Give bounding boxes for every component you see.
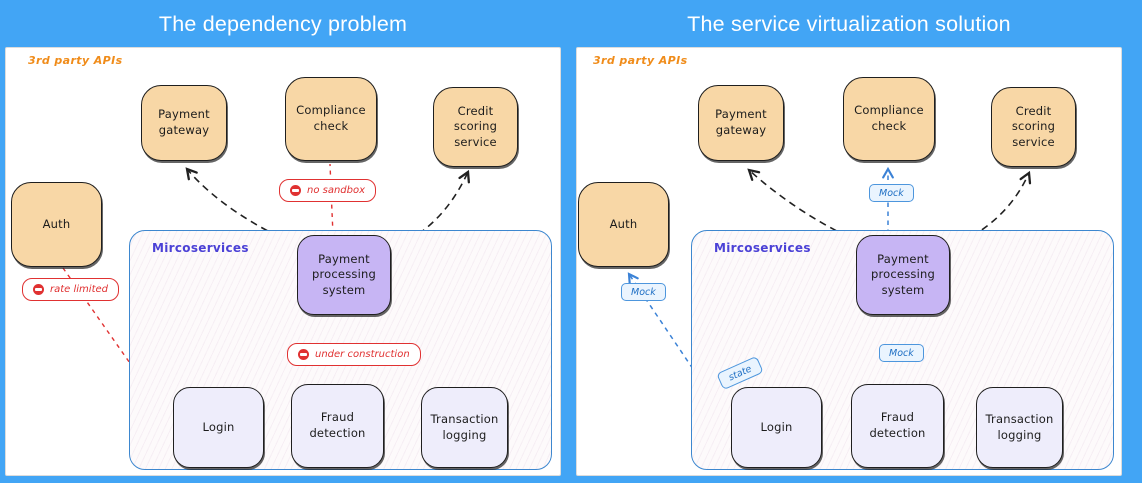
third-party-apis-label: 3rd party APIs: [593, 54, 688, 67]
rate-limited-badge-label: rate limited: [50, 284, 108, 295]
dependency-problem-panel: 3rd party APIs Mircoservices Payment gat…: [5, 47, 561, 476]
node-payment-processing-system: Payment processing system: [297, 235, 391, 315]
right-panel-title: The service virtualization solution: [687, 12, 1011, 36]
no-entry-icon: [290, 185, 301, 196]
node-compliance-check: Compliance check: [843, 77, 935, 161]
node-transaction-logging: Transaction logging: [421, 387, 508, 468]
third-party-apis-label: 3rd party APIs: [28, 54, 123, 67]
microservices-label: Mircoservices: [714, 241, 811, 255]
node-login: Login: [173, 387, 264, 468]
node-auth: Auth: [11, 182, 102, 267]
no-sandbox-badge-label: no sandbox: [307, 185, 366, 196]
node-credit-scoring-service: Credit scoring service: [433, 87, 518, 167]
mock-badge-compliance: Mock: [869, 184, 914, 202]
rate-limited-badge: rate limited: [22, 278, 119, 301]
no-entry-icon: [33, 284, 44, 295]
mock-badge-fraud: Mock: [879, 344, 924, 362]
under-construction-badge-label: under construction: [315, 349, 410, 360]
node-payment-gateway: Payment gateway: [698, 85, 784, 161]
node-fraud-detection: Fraud detection: [851, 384, 944, 468]
node-login: Login: [731, 387, 822, 468]
service-virtualization-panel: 3rd party APIs Mircoservices Payment gat…: [576, 47, 1122, 476]
under-construction-badge: under construction: [287, 343, 421, 366]
node-credit-scoring-service: Credit scoring service: [991, 87, 1076, 167]
mock-badge-auth: Mock: [621, 283, 666, 301]
node-payment-gateway: Payment gateway: [141, 85, 227, 161]
microservices-label: Mircoservices: [152, 241, 249, 255]
node-payment-processing-system: Payment processing system: [856, 235, 950, 315]
left-panel-title: The dependency problem: [158, 12, 408, 36]
node-fraud-detection: Fraud detection: [291, 384, 384, 468]
node-transaction-logging: Transaction logging: [976, 387, 1063, 468]
node-auth: Auth: [578, 182, 669, 267]
node-compliance-check: Compliance check: [285, 77, 377, 161]
no-sandbox-badge: no sandbox: [279, 179, 377, 202]
no-entry-icon: [298, 349, 309, 360]
